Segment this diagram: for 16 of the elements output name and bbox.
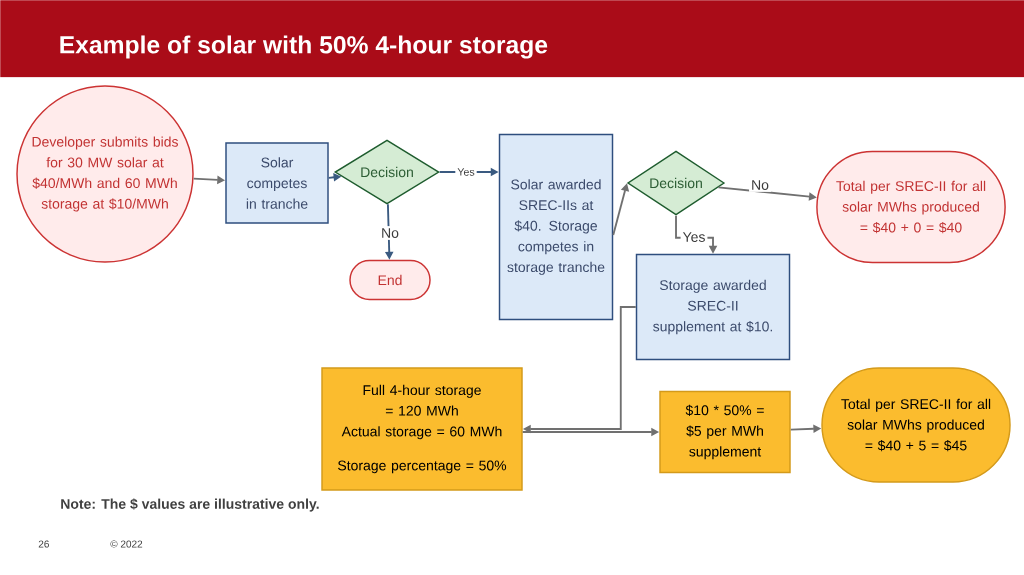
edge-label: No xyxy=(379,226,401,240)
process-box: Solar competes in tranche xyxy=(225,142,329,224)
edge-label: Yes xyxy=(455,166,477,178)
process-box: Solar awarded SREC-IIs at $40. Storage competes in storage tranche xyxy=(498,133,614,321)
edge-label: Yes xyxy=(680,230,708,244)
process-box: Storage awarded SREC-II supplement at $10. xyxy=(635,253,791,361)
edge-label: No xyxy=(749,178,771,192)
title-banner: Example of solar with 50% 4-hour storage xyxy=(0,0,1024,78)
copyright-text: © 2022 xyxy=(110,540,143,548)
end-terminal: End xyxy=(349,259,431,301)
note-text: Note: The $ values are illustrative only. xyxy=(61,498,319,512)
calculation-box: Full 4-hour storage = 120 MWh Actual storage = 60 MWh Storage percentage = 50% xyxy=(321,367,523,491)
calculation-box: $10 * 50% = $5 per MWh supplement xyxy=(659,390,791,474)
result-terminal: Total per SREC-II for all solar MWhs produced = $40 + 5 = $45 xyxy=(821,367,1011,483)
page-number: 26 xyxy=(38,540,49,548)
result-terminal: Total per SREC-II for all solar MWhs produced = $40 + 0 = $40 xyxy=(816,150,1006,264)
